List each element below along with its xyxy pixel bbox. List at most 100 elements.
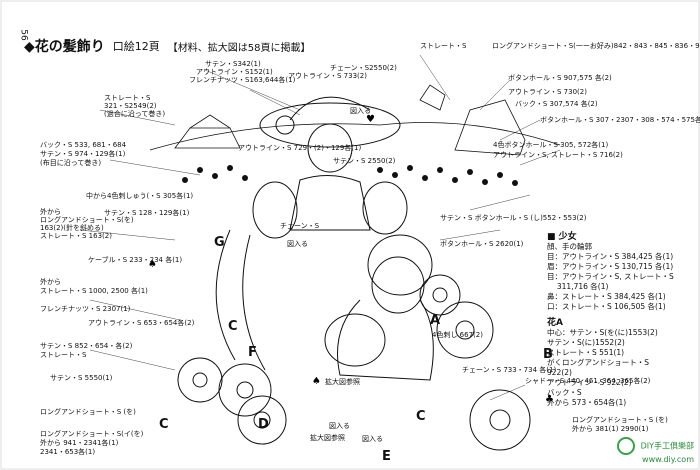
label-l3: フレンチナッツ・S163,644各(1): [189, 75, 296, 84]
flower-field: [182, 165, 518, 186]
label-l23: 中から4色刺しゅう(・S 305各(1): [86, 191, 193, 200]
leader-lines: [79, 54, 561, 401]
watermark-line1: DIY手工俱樂部: [640, 441, 694, 451]
marker-g: G: [214, 235, 225, 250]
label-l43: 拡大図参照: [325, 377, 360, 386]
legend-line: 311,716 各(1): [547, 282, 609, 291]
label-l5: 321・S2549(2): [104, 102, 157, 110]
label-l28: ストレート・S 163(2): [40, 232, 112, 240]
face-lower: [371, 256, 425, 314]
horizon-line: [149, 122, 561, 151]
girl-seated: [215, 229, 434, 381]
label-l16: アウトライン・S 729・(2)・129各(1): [238, 143, 361, 152]
watermark-logo-icon: [617, 437, 636, 455]
flower-e-right: [469, 389, 531, 451]
label-l47: ロングアンドショート・S (を): [572, 415, 668, 424]
legend-line: バック・S: [547, 388, 582, 397]
legend-line: 鼻：ストレート・S 384,425 各(1): [547, 292, 666, 301]
heart-icon: ♥: [366, 114, 375, 125]
label-l9: 図入る: [350, 107, 371, 115]
legend-panel: ■ 少女 顔、手の輪郭 目：アウトライン・S 384,425 各(1) 眉：アウ…: [547, 232, 697, 408]
sleeve-left: [252, 181, 298, 239]
label-l34: 外から: [40, 277, 61, 286]
label-l39: ストレート・S: [40, 351, 87, 359]
spade-icon: ♠: [148, 259, 157, 270]
label-l30: サテン・S ボタンホール・S (し)552・553(2): [440, 213, 587, 222]
sleeve-right: [362, 181, 408, 235]
legend-line: 目：アウトライン・S 384,425 各(1): [547, 252, 674, 261]
barn-right: [454, 99, 526, 156]
spade-icon-2: ♠: [312, 376, 321, 387]
label-l32: 図入る: [287, 240, 308, 248]
landscape: [149, 84, 561, 156]
label-l22: アウトライン・S, ストレート・S 716(2): [493, 151, 623, 159]
label-l29: チェーン・S: [280, 222, 320, 230]
legend-line: がくロングアンドショート・S: [547, 358, 649, 367]
label-l26: ロングアンドショート・S(を): [40, 215, 134, 224]
bonnet-crown: [289, 96, 371, 121]
label-l10: ストレート・S: [420, 42, 467, 50]
label-l52: 外から 941・2341各(1): [40, 438, 119, 447]
legend-line: 外から 573・654各(1): [547, 398, 627, 407]
label-l7: アウトライン・S 733(2): [288, 72, 367, 80]
watermark-line2: www.diy.com: [642, 455, 694, 464]
label-l45: ロングアンドショート・S (を): [40, 407, 136, 416]
label-l31: ボタンホール・S 2620(1): [440, 239, 524, 248]
label-l14: バック・S 307,574 各(2): [515, 99, 598, 108]
marker-e: E: [382, 449, 391, 464]
label-l15: ボタンホール・S 307・2307・308・574・575各(2): [540, 115, 700, 124]
face-upper: [307, 123, 353, 173]
barn-left-roof: [189, 114, 231, 129]
legend-line: サテン・S(に)1552(2): [547, 338, 625, 347]
legend-line: ストレート・S 551(1): [547, 348, 625, 357]
label-l19: サテン・S 974・129各(1): [40, 149, 126, 158]
hair-bun: [367, 234, 433, 296]
bonnet-flower: [275, 115, 295, 135]
marker-b: B: [543, 347, 553, 362]
label-l8: チェーン・S2550(2): [330, 64, 397, 72]
legend-line: 922(2): [547, 368, 572, 377]
marker-d: D: [258, 417, 269, 432]
label-l2: アウトライン・S152(1): [196, 68, 273, 76]
page-title: ◆花の髪飾り: [24, 39, 105, 55]
flower-a: [419, 274, 461, 316]
flower-d-center: [237, 395, 287, 445]
label-l13: アウトライン・S 730(2): [508, 88, 587, 96]
label-l48: 外から 381(1) 2990(1): [572, 424, 649, 433]
legend-line: 口：ストレート・S 106,505 各(1): [547, 302, 666, 311]
flower-b: [436, 301, 494, 359]
bonnet-brim: [259, 102, 401, 148]
marker-a: A: [430, 313, 440, 328]
marker-c3: C: [416, 409, 426, 424]
label-l11: ロングアンドショート・S(一ーお好み)842・843・845・836・900: [492, 41, 700, 50]
label-l38: サテン・S 852・654・各(2): [40, 341, 133, 350]
marker-f: F: [248, 345, 257, 360]
label-l18: バック・S 533, 681・684: [40, 141, 127, 149]
skirt-line-2: [242, 234, 266, 371]
large-flowers: [177, 274, 531, 451]
label-l12: ボタンホール・S 907,575 各(2): [508, 73, 612, 82]
label-l36: フレンチナッツ・S 2307(1): [40, 305, 131, 313]
label-l27: 163(2)(針を斜める): [40, 223, 104, 232]
barn-left: [174, 127, 241, 149]
label-l1: サテン・S342(1): [205, 60, 261, 68]
label-l40: チェーン・S 733・734 各(1): [462, 365, 556, 374]
flower-d: [218, 363, 272, 417]
flower-c: [177, 357, 223, 403]
title-row: ◆花の髪飾り 口絵12頁 【材料、拡大図は58頁に掲載】: [24, 36, 311, 56]
label-l53: 2341・653各(1): [40, 447, 95, 456]
legend-line: 中心：サテン・S(を(に)1553(2): [547, 328, 658, 337]
club-icon: ♣: [545, 394, 554, 405]
label-l6: (過合に沿って巻き): [104, 109, 165, 118]
legend-line: 顔、手の輪郭: [547, 242, 592, 251]
label-l46: シャドー・S 440, 461, 364, 365各(2): [525, 376, 651, 385]
label-l25: 外から: [40, 207, 61, 216]
label-l33: ケーブル・S 233・234 各(1): [88, 255, 182, 264]
frontispiece-ref: 口絵12頁: [112, 40, 160, 53]
label-l21: 4色ボタンホール・S 305, 572各(1): [493, 140, 608, 149]
dress-upper: [289, 175, 371, 231]
label-l49: 図入る: [329, 422, 350, 430]
